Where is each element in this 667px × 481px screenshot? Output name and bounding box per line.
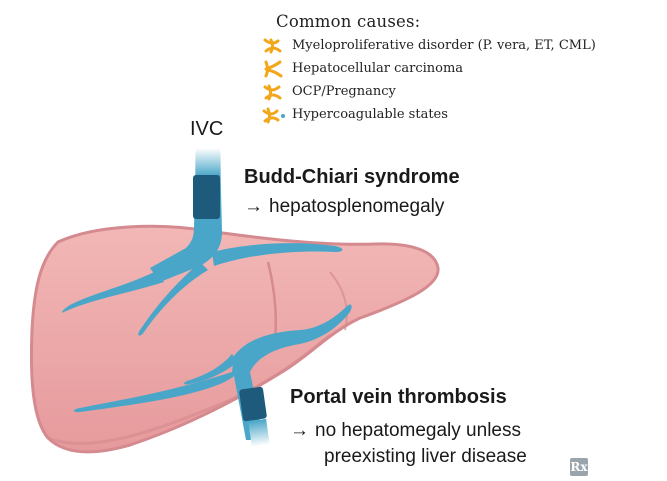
ivc-top-fade (196, 148, 220, 176)
portal-thrombus (239, 386, 267, 422)
portal-result-line-2: preexisting liver disease (324, 446, 527, 467)
budd-chiari-result-text: hepatosplenomegaly (269, 196, 445, 217)
cause-label: Hepatocellular carcinoma (292, 61, 464, 76)
arrow-icon: → (290, 420, 309, 441)
cause-item: OCP/Pregnancy (262, 80, 662, 103)
portal-result-line-1: → no hepatomegaly unless (290, 420, 521, 442)
liver-lower-edge (47, 333, 331, 446)
clot-icon (263, 38, 282, 53)
cause-item: Myeloproliferative disorder (P. vera, ET… (262, 34, 662, 57)
cause-label: OCP/Pregnancy (292, 84, 396, 99)
arrow-icon: → (244, 196, 263, 217)
cause-item: Hypercoagulable states (262, 103, 662, 126)
rx-badge: Rx (570, 458, 588, 476)
cause-item: Hepatocellular carcinoma (262, 57, 662, 80)
liver-lobe-line-2 (329, 271, 348, 331)
common-causes-panel: Common causes: Myeloproliferative disord… (262, 12, 662, 126)
ivc-label: IVC (190, 118, 224, 140)
clot-icon (263, 84, 282, 100)
clot-icon (264, 60, 283, 77)
cause-label: Myeloproliferative disorder (P. vera, ET… (292, 38, 596, 53)
portal-vein-thrombosis-title: Portal vein thrombosis (290, 386, 507, 408)
cause-label: Hypercoagulable states (292, 107, 448, 122)
budd-chiari-result: → hepatosplenomegaly (244, 196, 444, 218)
clot-icon (262, 107, 285, 123)
portal-bottom-fade (248, 418, 270, 448)
portal-result-text-1: no hepatomegaly unless (315, 420, 521, 441)
portal-vein (74, 304, 352, 440)
portal-vein-branch-left (184, 354, 238, 385)
hepatic-vein-left (62, 270, 164, 313)
budd-chiari-title: Budd-Chiari syndrome (244, 166, 460, 188)
hepatic-vein-middle (138, 262, 208, 336)
hepatic-vein-right (212, 243, 343, 266)
common-causes-title: Common causes: (276, 12, 421, 31)
ivc-thrombus (193, 175, 220, 219)
